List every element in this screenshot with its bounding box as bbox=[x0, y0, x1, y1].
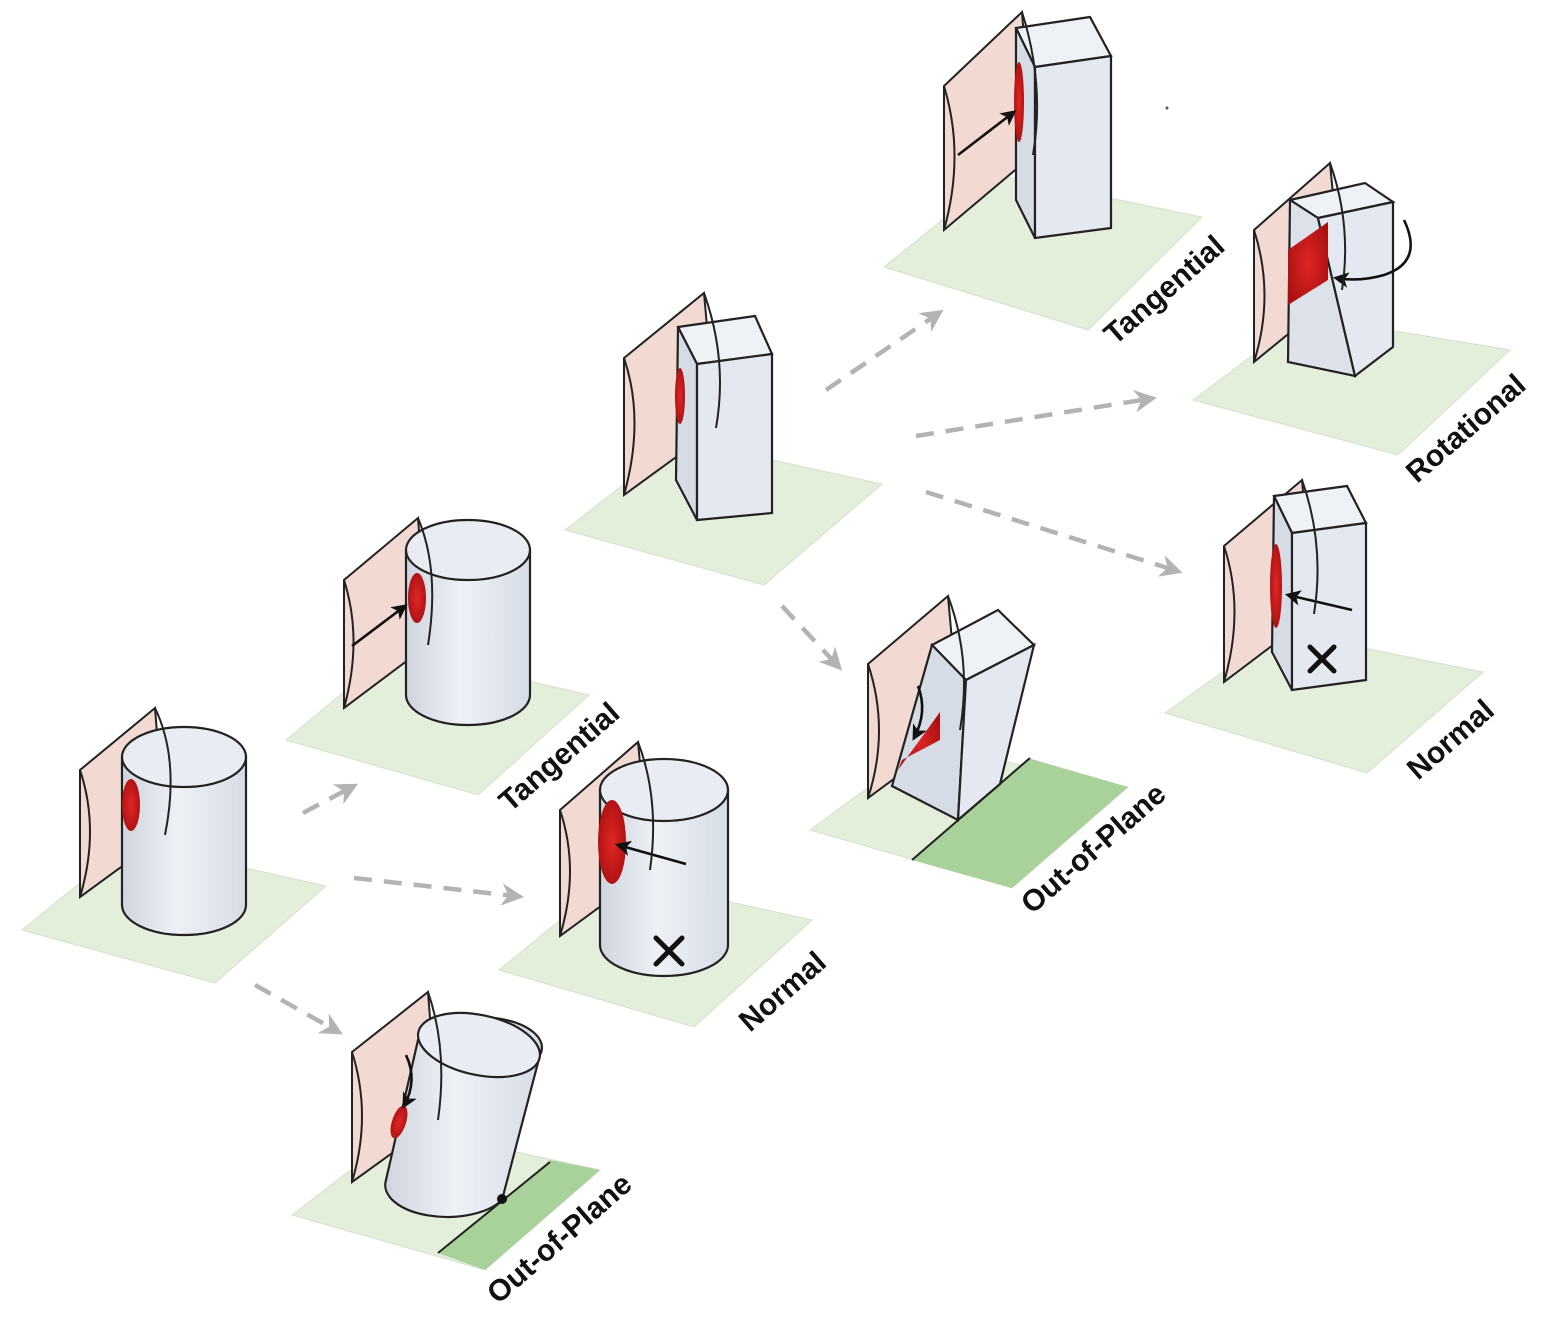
forbidden-mark bbox=[653, 935, 685, 967]
force-arrow bbox=[1284, 590, 1353, 612]
box-tangential bbox=[882, 9, 1204, 331]
cylinder-initial bbox=[20, 706, 328, 984]
transition-arrow bbox=[925, 489, 1183, 577]
box-normal bbox=[1163, 477, 1485, 774]
transition-arrow bbox=[353, 875, 524, 906]
contact-patch bbox=[408, 573, 426, 623]
tilt-region bbox=[912, 758, 1128, 888]
transition-arrow bbox=[301, 783, 358, 815]
contact-patch bbox=[390, 1105, 408, 1139]
contact-patch bbox=[675, 368, 685, 424]
force-arrow bbox=[402, 1054, 417, 1109]
force-arrow bbox=[351, 604, 408, 648]
transition-arrow bbox=[915, 390, 1157, 439]
tilt-region bbox=[438, 1160, 600, 1270]
force-arrow bbox=[957, 110, 1017, 157]
cylinder-object bbox=[598, 788, 730, 978]
transition-arrows bbox=[253, 309, 1183, 1035]
box-out-of-plane bbox=[808, 593, 1130, 889]
contact-patch bbox=[1288, 222, 1328, 305]
transition-arrow bbox=[824, 309, 944, 392]
pivot-point bbox=[497, 1194, 507, 1204]
contact-patch bbox=[1014, 62, 1024, 142]
transition-arrow bbox=[253, 983, 343, 1035]
contact-patch bbox=[898, 712, 940, 770]
cylinder-normal bbox=[497, 739, 814, 1028]
forbidden-mark bbox=[1307, 644, 1337, 674]
contact-patch bbox=[1270, 544, 1282, 628]
box-initial bbox=[563, 291, 884, 586]
speck bbox=[1165, 106, 1169, 110]
torque-arrow bbox=[1332, 219, 1412, 288]
cylinder-object bbox=[120, 755, 248, 937]
transition-arrow bbox=[780, 604, 843, 671]
box-rotational bbox=[1191, 160, 1512, 456]
cylinder-object bbox=[404, 548, 532, 727]
contact-patch bbox=[598, 800, 626, 884]
cylinder-out-of-plane bbox=[290, 990, 602, 1271]
force-arrow bbox=[912, 685, 927, 741]
contact-patch bbox=[122, 779, 140, 831]
cylinder-tangential bbox=[284, 515, 591, 796]
